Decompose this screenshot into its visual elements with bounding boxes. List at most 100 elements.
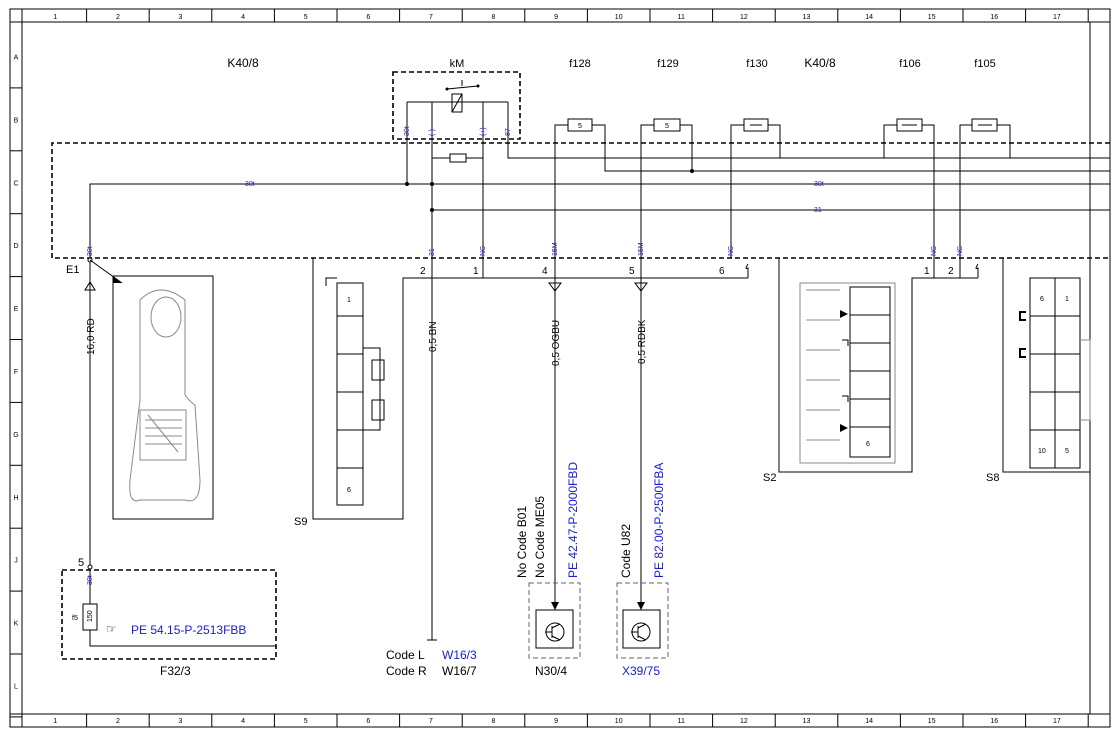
col-label-6-top: 6 — [366, 14, 370, 21]
fuse-f106 — [883, 118, 935, 142]
col-label-14-bottom: 14 — [865, 718, 873, 725]
s8-n6: 6 — [1040, 296, 1044, 303]
conn-5: 5 — [629, 266, 635, 277]
pin-nc-3: NC — [931, 246, 938, 256]
k40-box — [51, 142, 1110, 259]
pin-15m-a: 15M — [552, 242, 559, 256]
s9-component — [336, 282, 364, 506]
col-label-1-top: 1 — [53, 14, 57, 21]
label-f105: f105 — [974, 58, 995, 70]
s9-pin6: 6 — [347, 487, 351, 494]
wire-bn: 0,5 BN — [428, 321, 439, 352]
col-label-11-bottom: 11 — [678, 718, 685, 725]
col-label-7-top: 7 — [429, 14, 433, 21]
code-l-val[interactable]: W16/3 — [442, 648, 477, 662]
pin-nc-4: NC — [957, 246, 964, 256]
pin-nc-1: NC — [480, 246, 487, 256]
f32-box — [61, 569, 277, 660]
s2-conn-1: 1 — [924, 266, 930, 277]
col-label-5-top: 5 — [304, 14, 308, 21]
pin-87: 87 — [505, 128, 512, 136]
col-label-8-top: 8 — [492, 14, 496, 21]
n30-label: N30/4 — [535, 664, 567, 678]
col-label-15-bottom: 15 — [928, 718, 936, 725]
col-label-1-bottom: 1 — [53, 718, 57, 725]
internal-wiring — [89, 142, 1110, 258]
row-label-F: F — [14, 369, 18, 376]
bus-31: 31 — [814, 207, 822, 214]
col-label-10-bottom: 10 — [615, 718, 623, 725]
fuse-f129-value: 5 — [665, 123, 669, 130]
s2-conn-2: 2 — [948, 266, 954, 277]
col-label-10-top: 10 — [615, 14, 623, 21]
row-label-L: L — [14, 683, 18, 690]
pin-31: 31 — [429, 248, 436, 256]
fuse-f130 — [730, 118, 781, 142]
x39-label[interactable]: X39/75 — [622, 664, 660, 678]
conn-2: 2 — [420, 266, 426, 277]
fuse-f128 — [554, 118, 606, 142]
col-label-17-top: 17 — [1053, 14, 1061, 21]
wire-ogbu: 0,5 OGBU — [551, 320, 562, 366]
row-label-B: B — [14, 117, 19, 124]
f32-fuse-value: 150 — [87, 610, 94, 622]
pin-nc-2: NC — [728, 246, 735, 256]
col-label-13-top: 13 — [803, 14, 811, 21]
fuse-f128-value: 5 — [578, 123, 582, 130]
s2-component — [799, 282, 896, 464]
row-label-C: C — [13, 180, 18, 187]
e1-label: E1 — [66, 264, 79, 276]
n30-code2: No Code ME05 — [533, 496, 547, 578]
code-r: Code R — [386, 664, 427, 678]
row-label-E: E — [14, 306, 19, 313]
col-label-4-top: 4 — [241, 14, 245, 21]
pin-30t: 30t — [404, 126, 411, 136]
pin-minus: (-) — [429, 129, 436, 136]
bus-30t-left: 30t — [245, 181, 255, 188]
label-f130: f130 — [746, 58, 767, 70]
s2-label: S2 — [763, 472, 776, 484]
f32-ref-link[interactable]: PE 54.15-P-2513FBB — [131, 623, 246, 637]
label-f106: f106 — [899, 58, 920, 70]
code-l: Code L — [386, 648, 425, 662]
relay-km — [392, 71, 521, 142]
label-f129: f129 — [657, 58, 678, 70]
x39-code: Code U82 — [619, 524, 633, 578]
label-k40-right: K40/8 — [804, 56, 836, 70]
col-label-8-bottom: 8 — [492, 718, 496, 725]
col-label-12-bottom: 12 — [740, 718, 748, 725]
s8-n1: 1 — [1065, 296, 1069, 303]
wire-rdbk: 0,5 RDBK — [637, 319, 648, 364]
conn-1: 1 — [473, 266, 479, 277]
s9-label: S9 — [294, 516, 307, 528]
row-label-A: A — [14, 54, 19, 61]
row-label-D: D — [13, 243, 18, 250]
col-label-4-bottom: 4 — [241, 718, 245, 725]
col-label-9-top: 9 — [554, 14, 558, 21]
s8-label: S8 — [986, 472, 999, 484]
col-label-11-top: 11 — [678, 14, 685, 21]
conn-4: 4 — [542, 266, 548, 277]
x39-ref-link[interactable]: PE 82.00-P-2500FBA — [652, 463, 666, 578]
n30-ref-link[interactable]: PE 42.47-P-2000FBD — [566, 462, 580, 578]
row-label-J: J — [14, 558, 18, 565]
wire-16rd: 16,0 RD — [86, 318, 97, 355]
row-label-H: H — [13, 495, 18, 502]
pin-plus: (+) — [480, 127, 487, 136]
s2-num: 6 — [866, 441, 870, 448]
s8-n5: 5 — [1065, 448, 1069, 455]
col-label-3-top: 3 — [179, 14, 183, 21]
label-km: kM — [450, 58, 465, 70]
col-label-16-top: 16 — [990, 14, 998, 21]
col-label-16-bottom: 16 — [990, 718, 998, 725]
row-label-K: K — [14, 621, 19, 628]
pin-e1-30t: 30t — [87, 246, 94, 256]
fuse-f129 — [640, 118, 693, 142]
code-r-val: W16/7 — [442, 664, 477, 678]
label-f128: f128 — [569, 58, 590, 70]
frame — [9, 8, 1111, 728]
e1-pin5: 5 — [78, 557, 84, 569]
pin-15m-b: 15M — [638, 242, 645, 256]
